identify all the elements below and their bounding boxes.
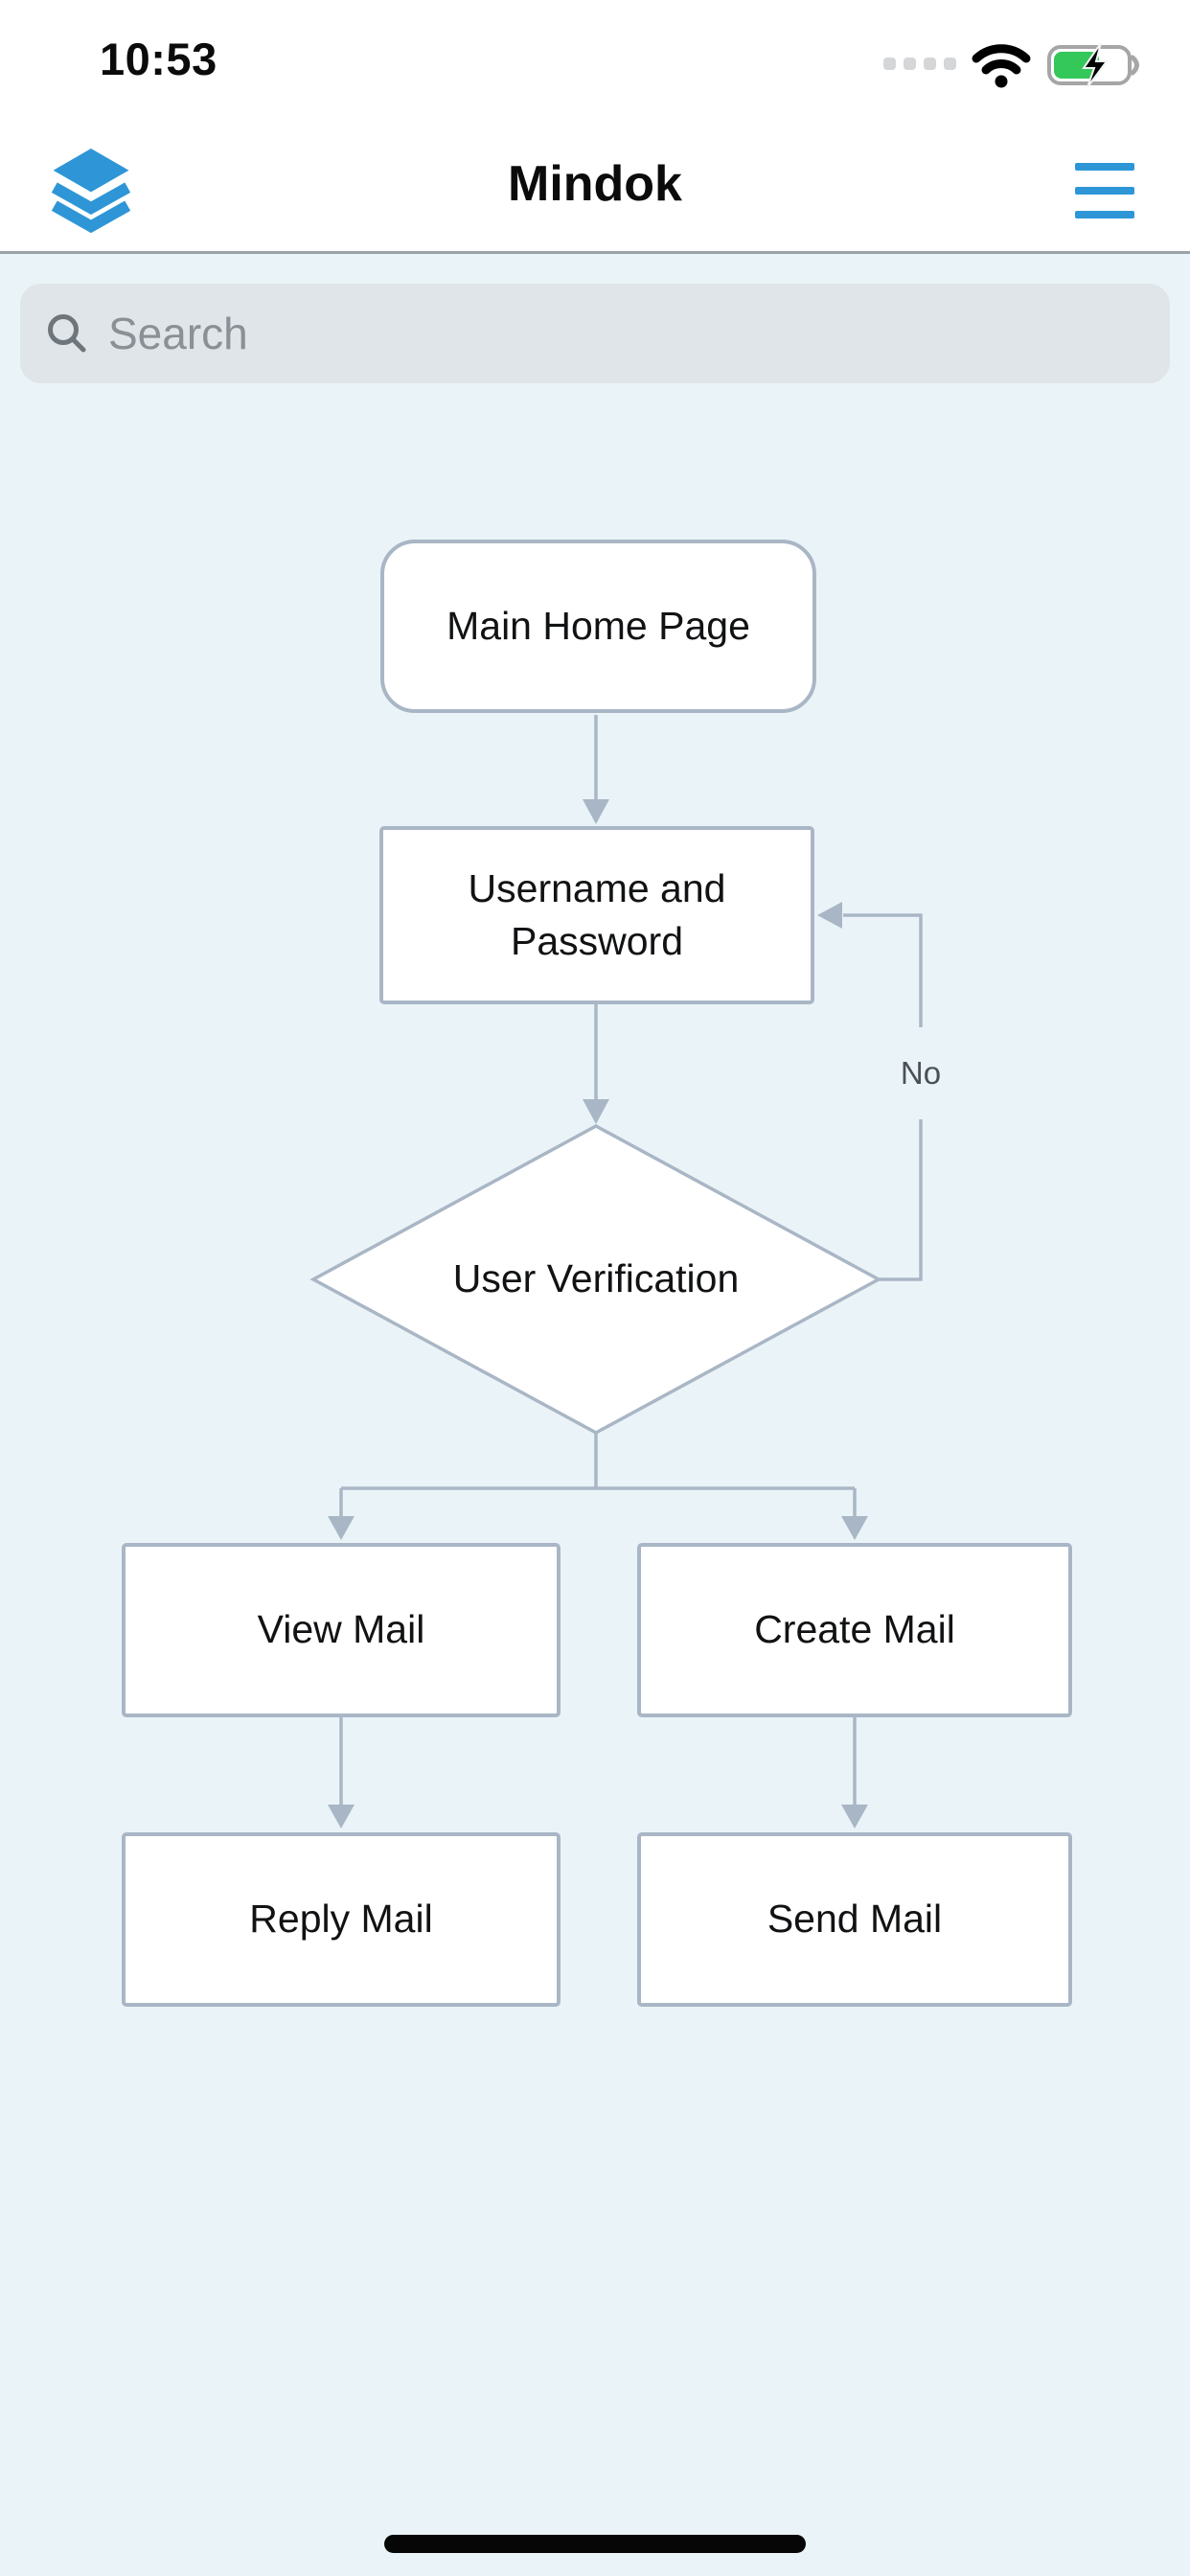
node-create-mail[interactable]: Create Mail	[637, 1543, 1072, 1717]
layers-icon[interactable]	[50, 146, 132, 234]
cellular-signal-icon	[883, 57, 956, 74]
menu-button[interactable]	[1075, 159, 1136, 222]
header-divider	[0, 251, 1190, 254]
wifi-icon	[972, 44, 1031, 88]
battery-charging-icon	[1047, 42, 1139, 88]
node-view-mail[interactable]: View Mail	[122, 1543, 561, 1717]
menu-icon	[1075, 163, 1134, 171]
node-send-mail[interactable]: Send Mail	[637, 1832, 1072, 2007]
page-title: Mindok	[508, 156, 682, 212]
status-icons	[883, 38, 1142, 92]
search-placeholder: Search	[108, 309, 248, 358]
search-icon	[48, 314, 86, 353]
edge-label-no: No	[900, 1055, 942, 1091]
node-reply-mail[interactable]: Reply Mail	[122, 1832, 561, 2007]
node-username-password[interactable]: Username and Password	[379, 826, 814, 1004]
node-user-verification[interactable]: User Verification	[452, 1256, 740, 1301]
home-indicator[interactable]	[384, 2535, 806, 2553]
nav-bar: Mindok	[0, 125, 1190, 251]
status-time: 10:53	[100, 34, 217, 84]
node-main-home-page[interactable]: Main Home Page	[380, 540, 816, 713]
search-input[interactable]: Search	[20, 284, 1170, 383]
